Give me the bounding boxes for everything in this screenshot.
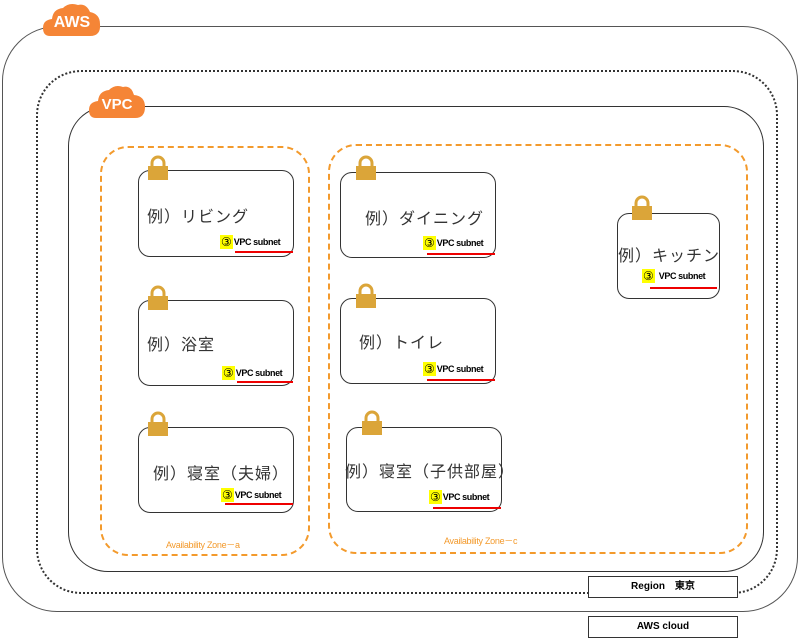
lock-icon [356,283,376,308]
subnet-title: 例）寝室（夫婦） [153,464,290,483]
vpc-subnet-label: VPC subnet [442,492,490,502]
subnet-badge: ③ VPC subnet [221,488,282,502]
lock-icon [148,411,168,436]
subnet-bath[interactable]: 例）浴室 ③ VPC subnet [138,300,294,386]
number-marker: ③ [429,490,442,504]
subnet-title: 例）トイレ [359,333,445,352]
vpc-label: VPC [101,96,133,113]
region-boundary [36,70,778,594]
number-marker: ③ [423,236,436,250]
red-underline [433,507,501,509]
availability-zone-c [328,144,748,554]
vpc-subnet-label: VPC subnet [436,238,484,248]
vpc-subnet-label: VPC subnet [233,237,281,247]
az-a-label: Availability Zone－a [166,540,240,550]
lock-icon [148,155,168,180]
lock-icon [632,195,652,220]
aws-label: AWS [53,14,91,31]
red-underline [235,251,293,253]
subnet-toilet[interactable]: 例）トイレ ③ VPC subnet [340,298,496,384]
number-marker: ③ [222,366,235,380]
aws-cloud-boundary [2,26,798,612]
subnet-kids-room[interactable]: 例）寝室（子供部屋） ③ VPC subnet [345,427,514,512]
subnet-dining[interactable]: 例）ダイニング ③ VPC subnet [340,172,496,258]
red-underline [427,253,495,255]
number-marker: ③ [221,488,234,502]
red-underline [237,381,293,383]
vpc-cloud-icon: VPC [88,84,146,120]
red-underline [225,503,293,505]
subnet-badge: ③ VPC subnet [642,269,706,283]
vpc-subnet-label: VPC subnet [235,368,283,378]
subnet-badge: ③ VPC subnet [222,366,283,380]
subnet-living[interactable]: 例）リビング ③ VPC subnet [138,170,294,257]
vpc-boundary [68,106,764,572]
subnet-title: 例）寝室（子供部屋） [345,462,516,481]
subnet-kitchen[interactable]: 例）キッチン ③ VPC subnet [617,213,720,299]
availability-zone-a [100,146,310,556]
subnet-title: 例）浴室 [147,335,216,354]
number-marker: ③ [220,235,233,249]
vpc-subnet-label: VPC subnet [658,271,706,281]
lock-icon [148,285,168,310]
az-c-label: Availability Zone－c [444,536,518,546]
red-underline [650,287,717,289]
lock-icon [356,155,376,180]
aws-cloud-icon: AWS [42,2,102,38]
subnet-badge: ③ VPC subnet [423,236,484,250]
subnet-title: 例）キッチン [618,246,721,265]
subnet-badge: ③ VPC subnet [220,235,281,249]
subnet-title: 例）ダイニング [365,209,485,228]
aws-cloud-label: AWS cloud [588,616,738,638]
subnet-badge: ③ VPC subnet [423,362,484,376]
vpc-subnet-label: VPC subnet [436,364,484,374]
red-underline [427,379,495,381]
lock-icon [362,410,382,435]
subnet-badge: ③ VPC subnet [429,490,490,504]
subnet-title: 例）リビング [147,207,250,226]
vpc-subnet-label: VPC subnet [234,490,282,500]
region-label: Region 東京 [588,576,738,598]
number-marker: ③ [642,269,655,283]
number-marker: ③ [423,362,436,376]
subnet-master-bedroom[interactable]: 例）寝室（夫婦） ③ VPC subnet [138,427,294,513]
